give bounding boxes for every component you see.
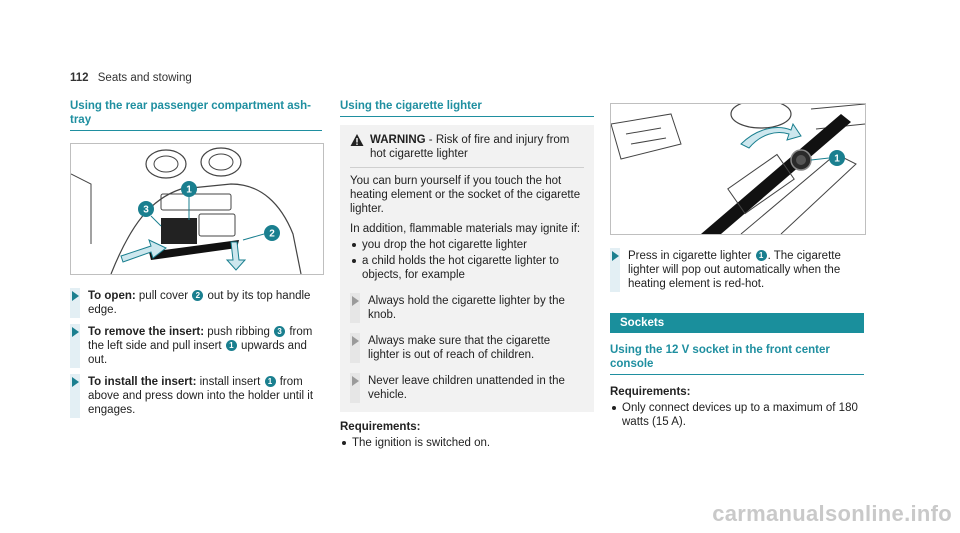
warning-header: WARNING - Risk of fire and injury from h… <box>350 133 584 168</box>
warning-text-1: You can burn yourself if you touch the h… <box>350 175 581 215</box>
ashtray-figure: 1 2 3 <box>70 143 324 275</box>
arrow-icon <box>72 377 79 387</box>
arrow-icon <box>352 336 359 346</box>
arrow-icon <box>352 296 359 306</box>
requirement-item: The ignition is switched on. <box>340 436 594 450</box>
column-lighter: Using the cigarette lighter WARNING - Ri… <box>340 99 594 452</box>
lighter-requirements: Requirements: The ignition is switched o… <box>340 420 594 450</box>
requirement-item: Only connect devices up to a maximum of … <box>610 401 864 429</box>
arrow-icon <box>352 376 359 386</box>
warning-text-2: In addition, flammable materials may ign… <box>350 223 581 235</box>
lighter-figure: 1 <box>610 103 866 235</box>
arrow-icon <box>72 327 79 337</box>
warning-step: Always make sure that the cigarette ligh… <box>350 333 584 363</box>
ashtray-title: Using the rear passenger compartment ash… <box>70 99 322 131</box>
sockets-band: Sockets <box>610 313 864 333</box>
warning-step: Never leave children unattended in the v… <box>350 373 584 403</box>
section-name: Seats and stowing <box>97 72 192 84</box>
callout-1: 1 <box>186 185 192 196</box>
warning-triangle-icon <box>350 134 364 146</box>
socket-requirements: Requirements: Only connect devices up to… <box>610 385 864 429</box>
callout-3: 3 <box>143 205 149 216</box>
arrow-icon <box>72 291 79 301</box>
watermark: carmanualsonline.info <box>712 501 952 526</box>
lighter-step-press: Press in cigarette lighter 1. The cigare… <box>610 248 864 292</box>
ashtray-step-open: To open: pull cover 2 out by its top han… <box>70 288 322 318</box>
callout-1: 1 <box>834 154 840 165</box>
column-socket: 1 Press in cigarette lighter 1. The ciga… <box>610 99 866 431</box>
warning-box: WARNING - Risk of fire and injury from h… <box>340 125 594 412</box>
warning-step: Always hold the cigarette lighter by the… <box>350 293 584 323</box>
column-ashtray: Using the rear passenger compartment ash… <box>70 99 324 418</box>
socket-title: Using the 12 V socket in the front cente… <box>610 343 864 375</box>
arrow-icon <box>612 251 619 261</box>
callout-2: 2 <box>269 229 275 240</box>
lighter-title: Using the cigarette lighter <box>340 99 594 117</box>
warning-bullet: you drop the hot cigarette lighter <box>350 238 584 252</box>
page-number: 112 <box>70 72 89 84</box>
ashtray-step-install: To install the insert: install insert 1 … <box>70 374 322 418</box>
ashtray-illustration: 1 2 3 <box>71 147 302 274</box>
page-header: 112 Seats and stowing <box>70 72 192 84</box>
warning-bullet: a child holds the hot cigarette lighter … <box>350 254 584 282</box>
ashtray-step-remove: To remove the insert: push ribbing 3 fro… <box>70 324 322 368</box>
lighter-illustration: 1 <box>611 104 865 234</box>
